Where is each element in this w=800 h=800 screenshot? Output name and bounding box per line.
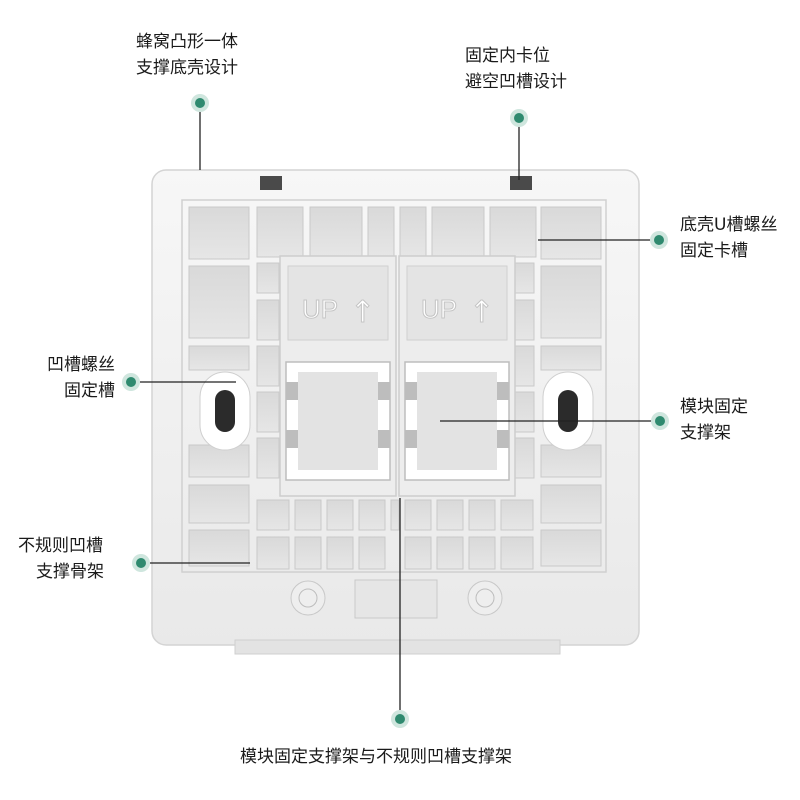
callout-right-upper-line2: 固定卡槽 — [680, 241, 748, 261]
callout-right-middle-line1: 模块固定 — [680, 397, 748, 417]
callout-top-left-line2: 支撑底壳设计 — [136, 58, 238, 78]
callout-left-lower: 不规则凹槽 支撑骨架 — [18, 533, 104, 585]
leader-lines — [140, 112, 652, 710]
callout-bottom-line1: 模块固定支撑架与不规则凹槽支撑架 — [240, 747, 512, 767]
screw-slot-left — [199, 371, 251, 451]
callout-right-upper: 底壳U槽螺丝 固定卡槽 — [680, 212, 777, 264]
callout-top-left: 蜂窝凸形一体 支撑底壳设计 — [136, 29, 238, 81]
up-arrow-right-icon: ↑ — [469, 295, 494, 330]
callout-left-middle-line2: 固定槽 — [64, 381, 115, 401]
module-frame-right — [398, 255, 516, 497]
callout-right-middle: 模块固定 支撑架 — [680, 394, 748, 446]
callout-right-upper-line1: 底壳U槽螺丝 — [680, 215, 778, 235]
up-mark-right: UP — [421, 294, 457, 324]
callout-top-right-line2: 避空凹槽设计 — [465, 72, 567, 92]
callout-top-left-line1: 蜂窝凸形一体 — [136, 32, 238, 52]
support-ribs — [188, 206, 602, 570]
callout-bottom: 模块固定支撑架与不规则凹槽支撑架 — [240, 744, 512, 770]
bottom-screw-boss-right — [467, 580, 503, 616]
callout-left-lower-line1: 不规则凹槽 — [18, 536, 103, 556]
module-frame-left — [279, 255, 397, 497]
callout-left-middle: 凹槽螺丝 固定槽 — [47, 352, 115, 404]
callout-left-middle-line1: 凹槽螺丝 — [47, 355, 115, 375]
callout-top-right: 固定内卡位 避空凹槽设计 — [465, 43, 567, 95]
callout-left-lower-line2: 支撑骨架 — [36, 562, 104, 582]
bottom-screw-boss-left — [290, 580, 326, 616]
callout-markers — [122, 94, 669, 728]
up-mark-left: UP — [302, 294, 338, 324]
screw-slot-right — [542, 371, 594, 451]
bottom-tab — [354, 579, 438, 619]
up-arrow-left-icon: ↑ — [350, 295, 375, 330]
callout-right-middle-line2: 支撑架 — [680, 423, 731, 443]
callout-top-right-line1: 固定内卡位 — [465, 46, 550, 66]
